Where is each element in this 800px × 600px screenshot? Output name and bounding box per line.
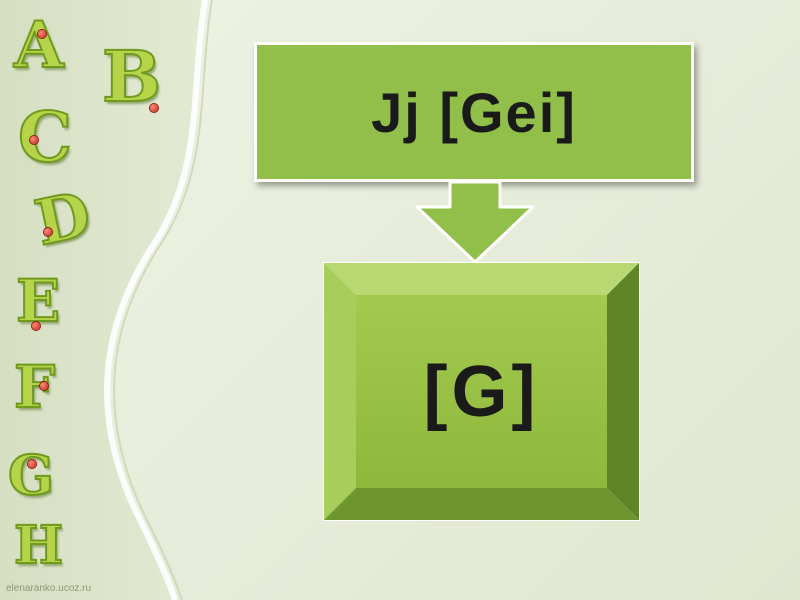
ladybug-icon bbox=[150, 104, 158, 112]
decorative-letter-b: B bbox=[102, 42, 161, 112]
answer-text: [G] bbox=[323, 262, 640, 521]
ladybug-icon bbox=[28, 460, 36, 468]
down-arrow-icon bbox=[415, 182, 535, 264]
answer-bevel-box: [G] bbox=[323, 262, 640, 521]
top-label-box: Jj [Gei] bbox=[254, 42, 694, 182]
decorative-letter-e: E bbox=[16, 272, 60, 330]
ladybug-icon bbox=[40, 382, 48, 390]
decorative-letter-h: H bbox=[14, 520, 63, 572]
decorative-letter-g: G bbox=[8, 448, 54, 502]
decorative-letter-f: F bbox=[14, 358, 55, 416]
watermark-text: elenaranko.ucoz.ru bbox=[6, 583, 91, 594]
ladybug-icon bbox=[38, 30, 46, 38]
decorative-letter-a: A bbox=[14, 14, 64, 78]
top-label-text: Jj [Gei] bbox=[371, 80, 577, 145]
ladybug-icon bbox=[32, 322, 40, 330]
decorative-letter-c: C bbox=[18, 104, 72, 172]
ladybug-icon bbox=[30, 136, 38, 144]
ladybug-icon bbox=[44, 228, 52, 236]
